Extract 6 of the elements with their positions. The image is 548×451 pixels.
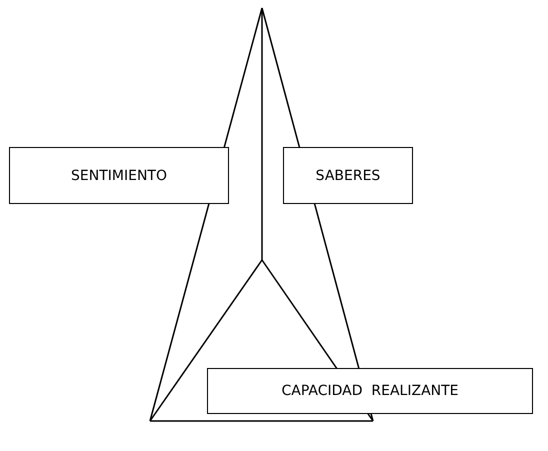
label-box <box>9 147 229 204</box>
box-label: CAPACIDAD REALIZANTE <box>281 383 459 399</box>
label-box <box>283 147 413 204</box>
box-label: SABERES <box>316 168 380 184</box>
box-label: SENTIMIENTO <box>71 168 167 184</box>
label-box <box>207 368 533 414</box>
